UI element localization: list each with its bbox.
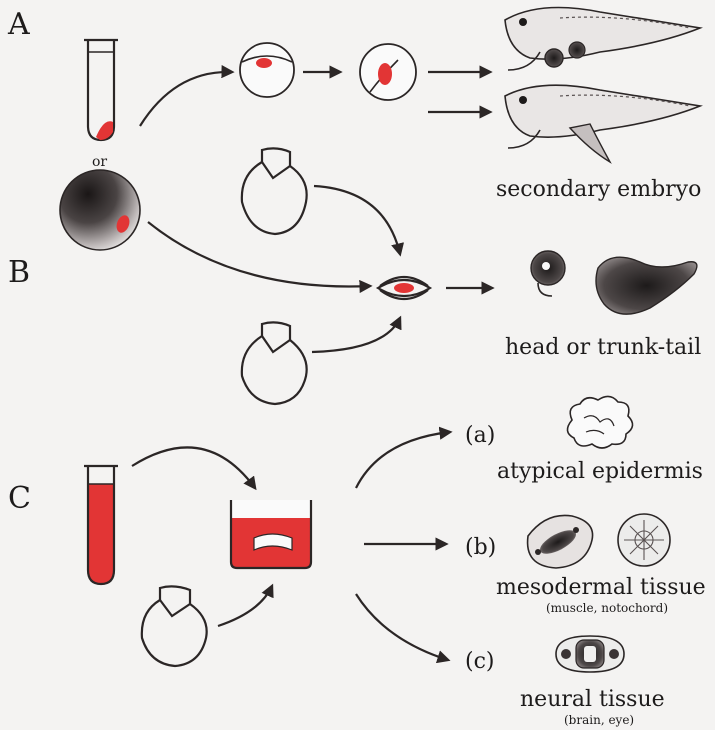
caption-mesodermal-sub: (muscle, notochord) [546,601,668,615]
caption-neural-sub: (brain, eye) [564,713,634,727]
arrow-to-a [356,432,450,488]
option-a-label: (a) [465,423,495,448]
caption-head-or-trunk-tail: head or trunk-tail [505,335,701,360]
arrow-lower-to-sandwich [312,318,400,352]
caption-secondary-embryo: secondary embryo [496,177,701,202]
muscle-cell-icon [528,515,593,568]
option-c-label: (c) [465,649,495,674]
head-explant [531,251,565,296]
cut-embryo-lower [242,322,307,404]
notochord-cell-icon [618,514,670,566]
caption-mesodermal-tissue: mesodermal tissue [496,575,706,600]
neural-tissue-icon [556,636,624,672]
panel-label-b: B [8,255,30,290]
arrow-speck-to-sandwich [148,222,370,286]
panel-label-a: A [7,7,30,42]
panel-label-c: C [8,481,31,516]
arrow-upper-to-sandwich [314,186,400,254]
epidermis-blob-icon [567,396,632,448]
culture-dish-with-explant [230,500,312,568]
caption-atypical-epidermis: atypical epidermis [497,459,703,484]
trunk-tail-explant [596,257,697,314]
red-test-tube [84,466,118,584]
arrow-embryo-to-dish [218,586,272,626]
speckled-embryo [60,170,140,250]
or-label: or [92,154,107,170]
host-embryo-late [360,44,416,100]
tadpole-secondary-axis-1 [505,8,700,71]
arrow-to-c [356,594,448,660]
tadpole-secondary-axis-2 [505,85,700,162]
caption-neural-tissue: neural tissue [520,687,665,712]
option-b-label: (b) [465,535,496,560]
host-embryo-early [240,43,294,97]
sandwich-explant [378,277,430,299]
test-tube-with-pellet [84,40,118,140]
cut-embryo-upper [242,148,307,234]
cut-embryo-c [142,586,207,666]
arrow-tube-to-host [140,72,232,126]
arrow-tube-to-dish [132,447,255,488]
